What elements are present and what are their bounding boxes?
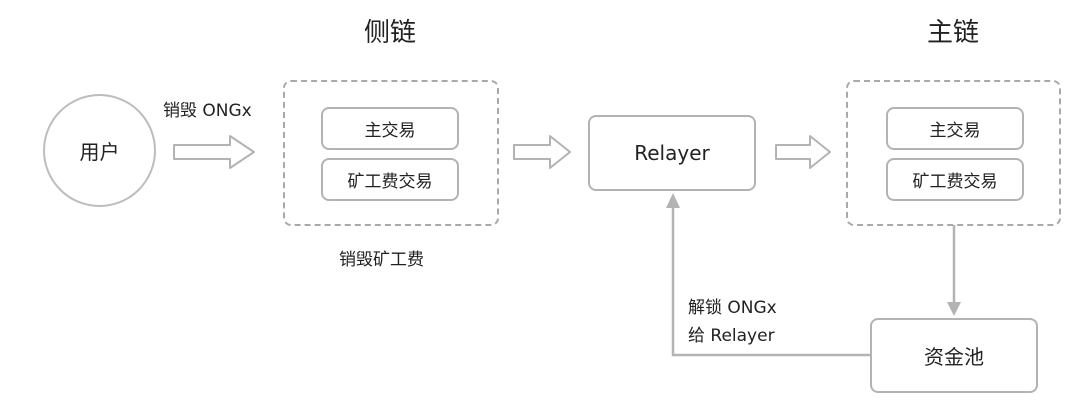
mainchain-title: 主链: [926, 18, 979, 48]
relayer-node: Relayer: [588, 115, 756, 191]
sidechain-main-transaction: 主交易: [321, 107, 459, 150]
sidechain-group: [283, 80, 499, 226]
sidechain-main-transaction-label: 主交易: [364, 121, 416, 141]
user-label: 用户: [79, 140, 120, 164]
burn-fee-caption: 销毁矿工费: [339, 250, 424, 270]
user-node: 用户: [43, 94, 156, 207]
arrowhead-up-icon: [666, 193, 680, 208]
mainchain-fee-transaction: 矿工费交易: [886, 158, 1024, 201]
burn-ongx-label: 销毁 ONGx: [163, 101, 252, 121]
fund-pool-node: 资金池: [870, 318, 1038, 393]
hollow-arrow-relayer-to-mainchain: [775, 135, 831, 169]
relayer-label: Relayer: [634, 141, 710, 165]
fund-pool-label: 资金池: [924, 345, 984, 369]
hollow-arrow-user-to-sidechain: [173, 135, 255, 169]
sidechain-title: 侧链: [363, 18, 416, 48]
mainchain-main-transaction-label: 主交易: [929, 121, 981, 141]
mainchain-group: [846, 80, 1061, 226]
hollow-arrow-sidechain-to-relayer: [513, 135, 571, 169]
unlock-ongx-label: 解锁 ONGx: [688, 298, 777, 318]
to-relayer-label: 给 Relayer: [688, 326, 775, 346]
mainchain-fee-transaction-label: 矿工费交易: [912, 172, 998, 192]
sidechain-fee-transaction: 矿工费交易: [321, 158, 459, 201]
mainchain-main-transaction: 主交易: [886, 107, 1024, 150]
connector-pool-to-relayer: [671, 206, 870, 357]
sidechain-fee-transaction-label: 矿工费交易: [347, 172, 433, 192]
arrowhead-down-icon: [947, 302, 961, 316]
